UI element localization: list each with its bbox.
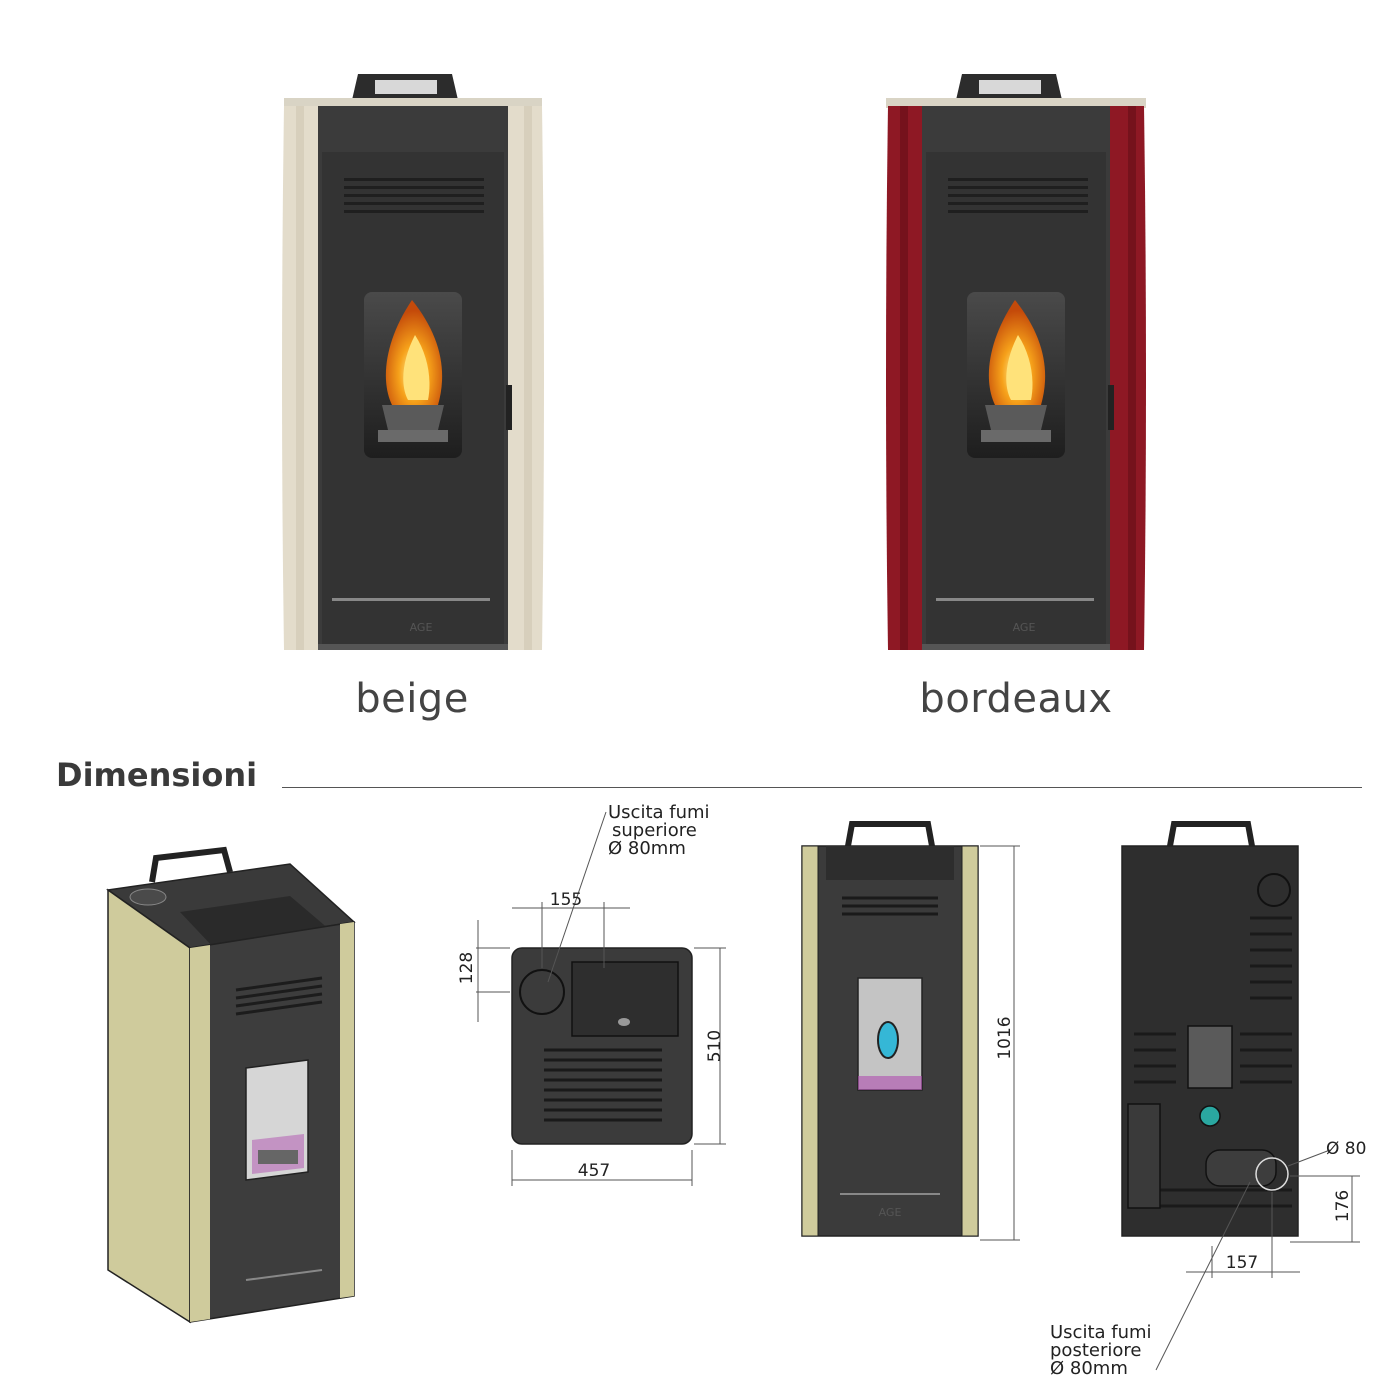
dim-rear-height: 176 [1333,1190,1353,1222]
dim-height: 1016 [995,1016,1015,1059]
dim-depth: 510 [705,1030,725,1062]
section-title: Dimensioni [56,756,258,794]
drawing-top-view: 155 128 510 457 Uscita fumi superiore Ø … [457,802,726,1186]
brand-logo-text: AGE [879,1206,902,1219]
rear-outlet-line3: Ø 80mm [1050,1358,1128,1379]
dim-offset-y: 128 [457,952,477,984]
brand-logo-text: AGE [410,621,433,634]
dim-offset-x: 155 [550,890,582,910]
dim-width: 457 [578,1161,610,1181]
dim-rear-offset: 157 [1226,1253,1258,1273]
brand-logo-text: AGE [1013,621,1036,634]
rear-outlet-line2: posteriore [1050,1340,1141,1361]
rear-outlet-line1: Uscita fumi [1050,1322,1152,1343]
top-outlet-line1: Uscita fumi [608,802,710,823]
drawing-rear-view: Ø 80 176 157 Uscita fumi posteriore Ø 80… [1050,821,1366,1379]
variant-label-beige: beige [355,676,469,722]
section-divider [282,787,1362,788]
stove-photo-bordeaux: AGE [886,74,1146,650]
drawing-front-view: AGE 1016 [801,821,1020,1241]
variant-label-bordeaux: bordeaux [919,676,1113,722]
top-outlet-line3: Ø 80mm [608,838,686,859]
top-outlet-line2: superiore [612,820,697,841]
stove-photo-beige: AGE [282,74,544,650]
dim-diameter: Ø 80 [1326,1139,1366,1159]
drawing-isometric [106,846,356,1324]
